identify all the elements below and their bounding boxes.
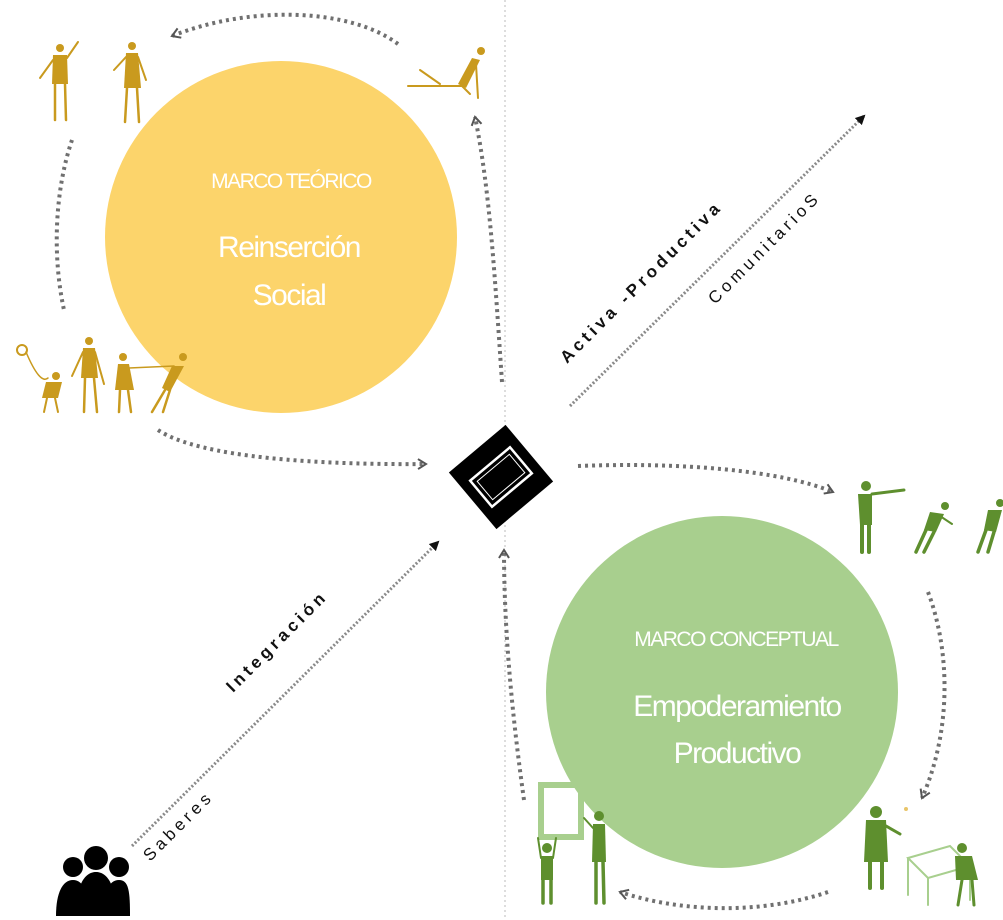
theory-figure-reclining (407, 47, 485, 99)
concept-circle (546, 516, 898, 868)
concept-figure-pointing (858, 481, 906, 554)
theory-figure-2 (113, 42, 147, 124)
concept-figure-sitting-2 (976, 499, 1003, 554)
theory-right-arc (470, 115, 504, 383)
concept-figures-table (864, 806, 978, 907)
theory-figures-playing (16, 337, 187, 414)
theory-circle (105, 61, 457, 413)
theory-top-arc (170, 12, 400, 46)
concept-top-arc (577, 463, 835, 495)
theory-circle-line2: Social (253, 279, 326, 312)
lower-axis-arrow (130, 540, 440, 848)
theory-circle-heading: MARCO TEÓRICO (211, 170, 372, 193)
upper-axis-light-label: ComunitarioS (704, 188, 824, 308)
theory-circle-line1: Reinserción (218, 231, 360, 264)
lower-axis-bold-label: Integración (222, 586, 331, 695)
theory-bottom-arc (156, 428, 428, 470)
concept-circle-line2: Productivo (674, 737, 802, 770)
theory-cycle-paths (54, 12, 504, 470)
standing-people-icon (16, 41, 485, 414)
concept-figure-sitting-1 (914, 502, 953, 554)
theory-left-arc (54, 139, 74, 311)
concept-figures-frame (537, 782, 606, 905)
upper-axis-arrow (568, 114, 866, 408)
concept-bottom-arc (618, 888, 829, 911)
lower-axis-light-label: Saberes (139, 787, 217, 865)
concept-circle-heading: MARCO CONCEPTUAL (634, 628, 838, 651)
upper-axis-bold-label: Activa -Productiva (556, 197, 726, 367)
concept-cycle-paths (498, 463, 947, 911)
theory-figure-1 (39, 41, 79, 122)
concept-circle-line1: Empoderamiento (633, 690, 841, 723)
concept-right-arc (919, 591, 947, 800)
people-group-icon (56, 846, 130, 916)
concept-left-arc (498, 548, 526, 801)
framed-diamond-icon (448, 424, 554, 530)
working-people-icon (537, 481, 1003, 907)
